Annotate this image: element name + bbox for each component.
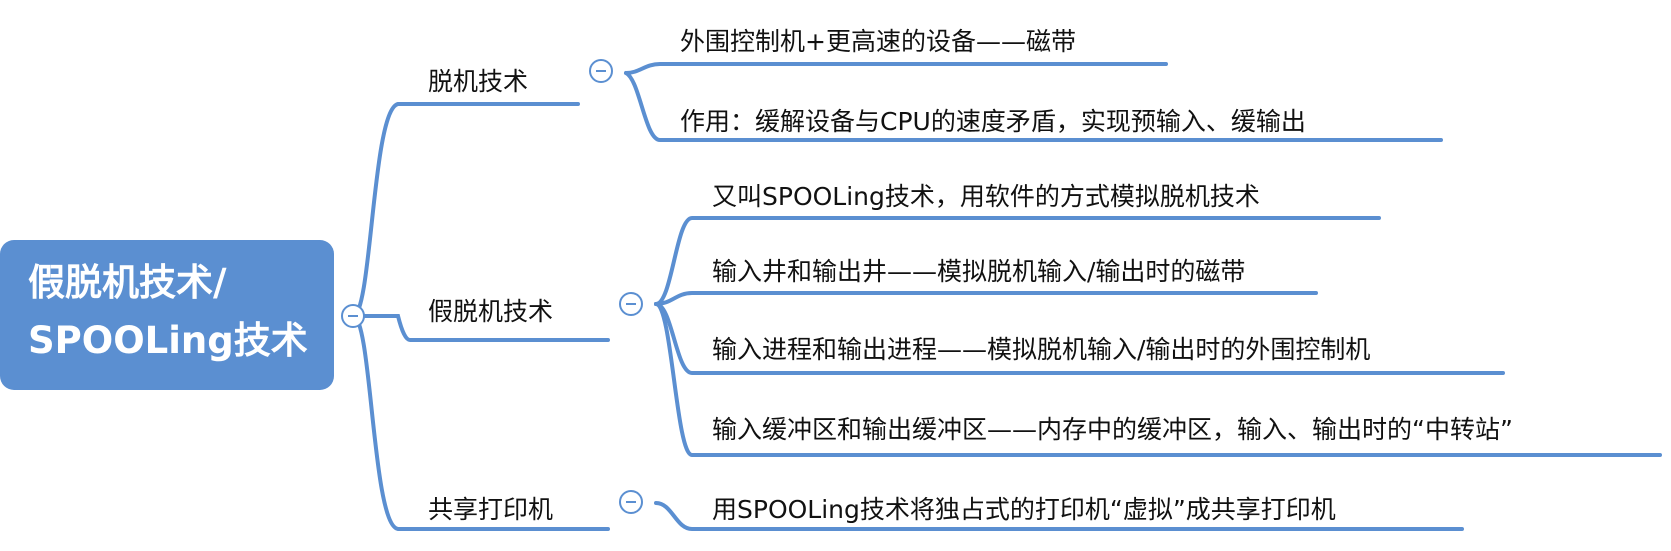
central-topic[interactable]: 假脱机技术/ SPOOLing技术 bbox=[0, 240, 334, 390]
collapse-branch-2-icon[interactable] bbox=[619, 292, 643, 316]
connector-line-7 bbox=[654, 291, 1318, 306]
leaf-spooling-4[interactable]: 输入缓冲区和输出缓冲区——内存中的缓冲区，输入、输出时的“中转站” bbox=[712, 415, 1513, 444]
connector-line-3 bbox=[351, 314, 610, 531]
branch-offline-tech[interactable]: 脱机技术 bbox=[428, 67, 529, 96]
connector-line-4 bbox=[624, 62, 1168, 75]
collapse-branch-3-icon[interactable] bbox=[619, 490, 643, 514]
branch-shared-printer[interactable]: 共享打印机 bbox=[428, 495, 554, 524]
connector-line-5 bbox=[624, 71, 1443, 142]
leaf-spooling-2[interactable]: 输入井和输出井——模拟脱机输入/输出时的磁带 bbox=[712, 257, 1246, 286]
connector-line-6 bbox=[654, 216, 1381, 306]
leaf-spooling-3[interactable]: 输入进程和输出进程——模拟脱机输入/输出时的外围控制机 bbox=[712, 335, 1371, 364]
collapse-root-icon[interactable] bbox=[341, 304, 365, 328]
connector-line-2 bbox=[351, 314, 610, 342]
branch-spooling-tech[interactable]: 假脱机技术 bbox=[428, 297, 554, 326]
collapse-branch-1-icon[interactable] bbox=[589, 59, 613, 83]
connector-line-9 bbox=[654, 302, 1662, 457]
leaf-offline-1[interactable]: 外围控制机+更高速的设备——磁带 bbox=[680, 27, 1076, 56]
central-topic-line-2: SPOOLing技术 bbox=[28, 319, 308, 362]
leaf-spooling-1[interactable]: 又叫SPOOLing技术，用软件的方式模拟脱机技术 bbox=[712, 182, 1260, 211]
connector-line-1 bbox=[351, 102, 580, 318]
leaf-offline-2[interactable]: 作用：缓解设备与CPU的速度矛盾，实现预输入、缓输出 bbox=[680, 107, 1306, 136]
central-topic-line-1: 假脱机技术/ bbox=[28, 261, 227, 304]
leaf-printer-1[interactable]: 用SPOOLing技术将独占式的打印机“虚拟”成共享打印机 bbox=[712, 495, 1336, 524]
connector-line-10 bbox=[654, 501, 1464, 531]
